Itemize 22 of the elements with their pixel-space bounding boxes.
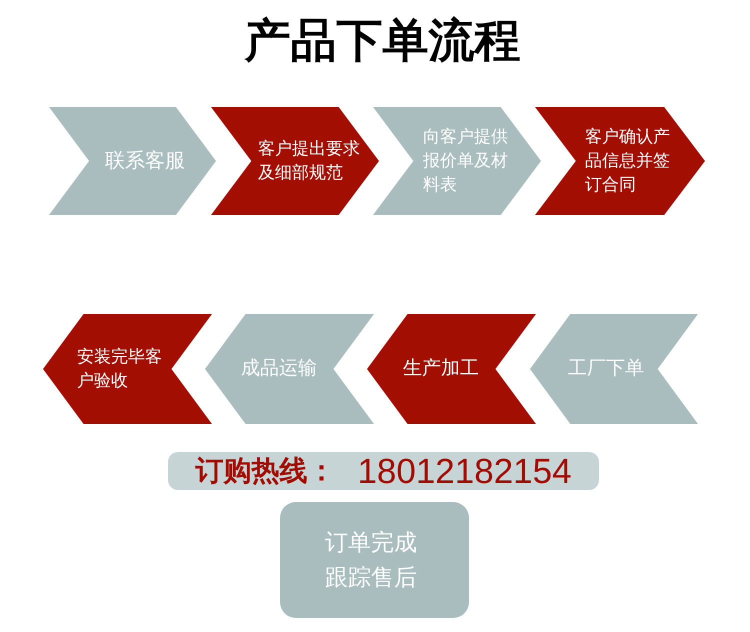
process-step (205, 314, 374, 424)
process-step (49, 107, 216, 215)
phone-number: 18012182154 (357, 454, 572, 488)
step-label: 工厂下单 (568, 357, 644, 381)
completion-label: 订单完成跟踪售后 (325, 528, 418, 592)
process-step (211, 107, 379, 215)
process-step (43, 314, 212, 424)
page-title: 产品下单流程 (243, 13, 522, 68)
step-label: 客户提出要求及细部规范 (258, 138, 361, 184)
process-step (535, 107, 705, 215)
step-label: 成品运输 (241, 357, 317, 381)
hotline-label: 订购热线： (195, 457, 336, 485)
step-label: 生产加工 (403, 357, 479, 381)
process-step (530, 314, 698, 424)
process-step (373, 107, 541, 215)
step-label: 安装完毕客户验收 (77, 346, 163, 392)
step-label: 客户确认产品信息并签订合同 (585, 126, 671, 196)
completion-card (280, 502, 469, 618)
step-label: 联系客服 (105, 149, 185, 173)
process-step (367, 314, 536, 424)
step-label: 向客户提供报价单及材料表 (423, 126, 509, 196)
hotline-banner (168, 452, 599, 490)
